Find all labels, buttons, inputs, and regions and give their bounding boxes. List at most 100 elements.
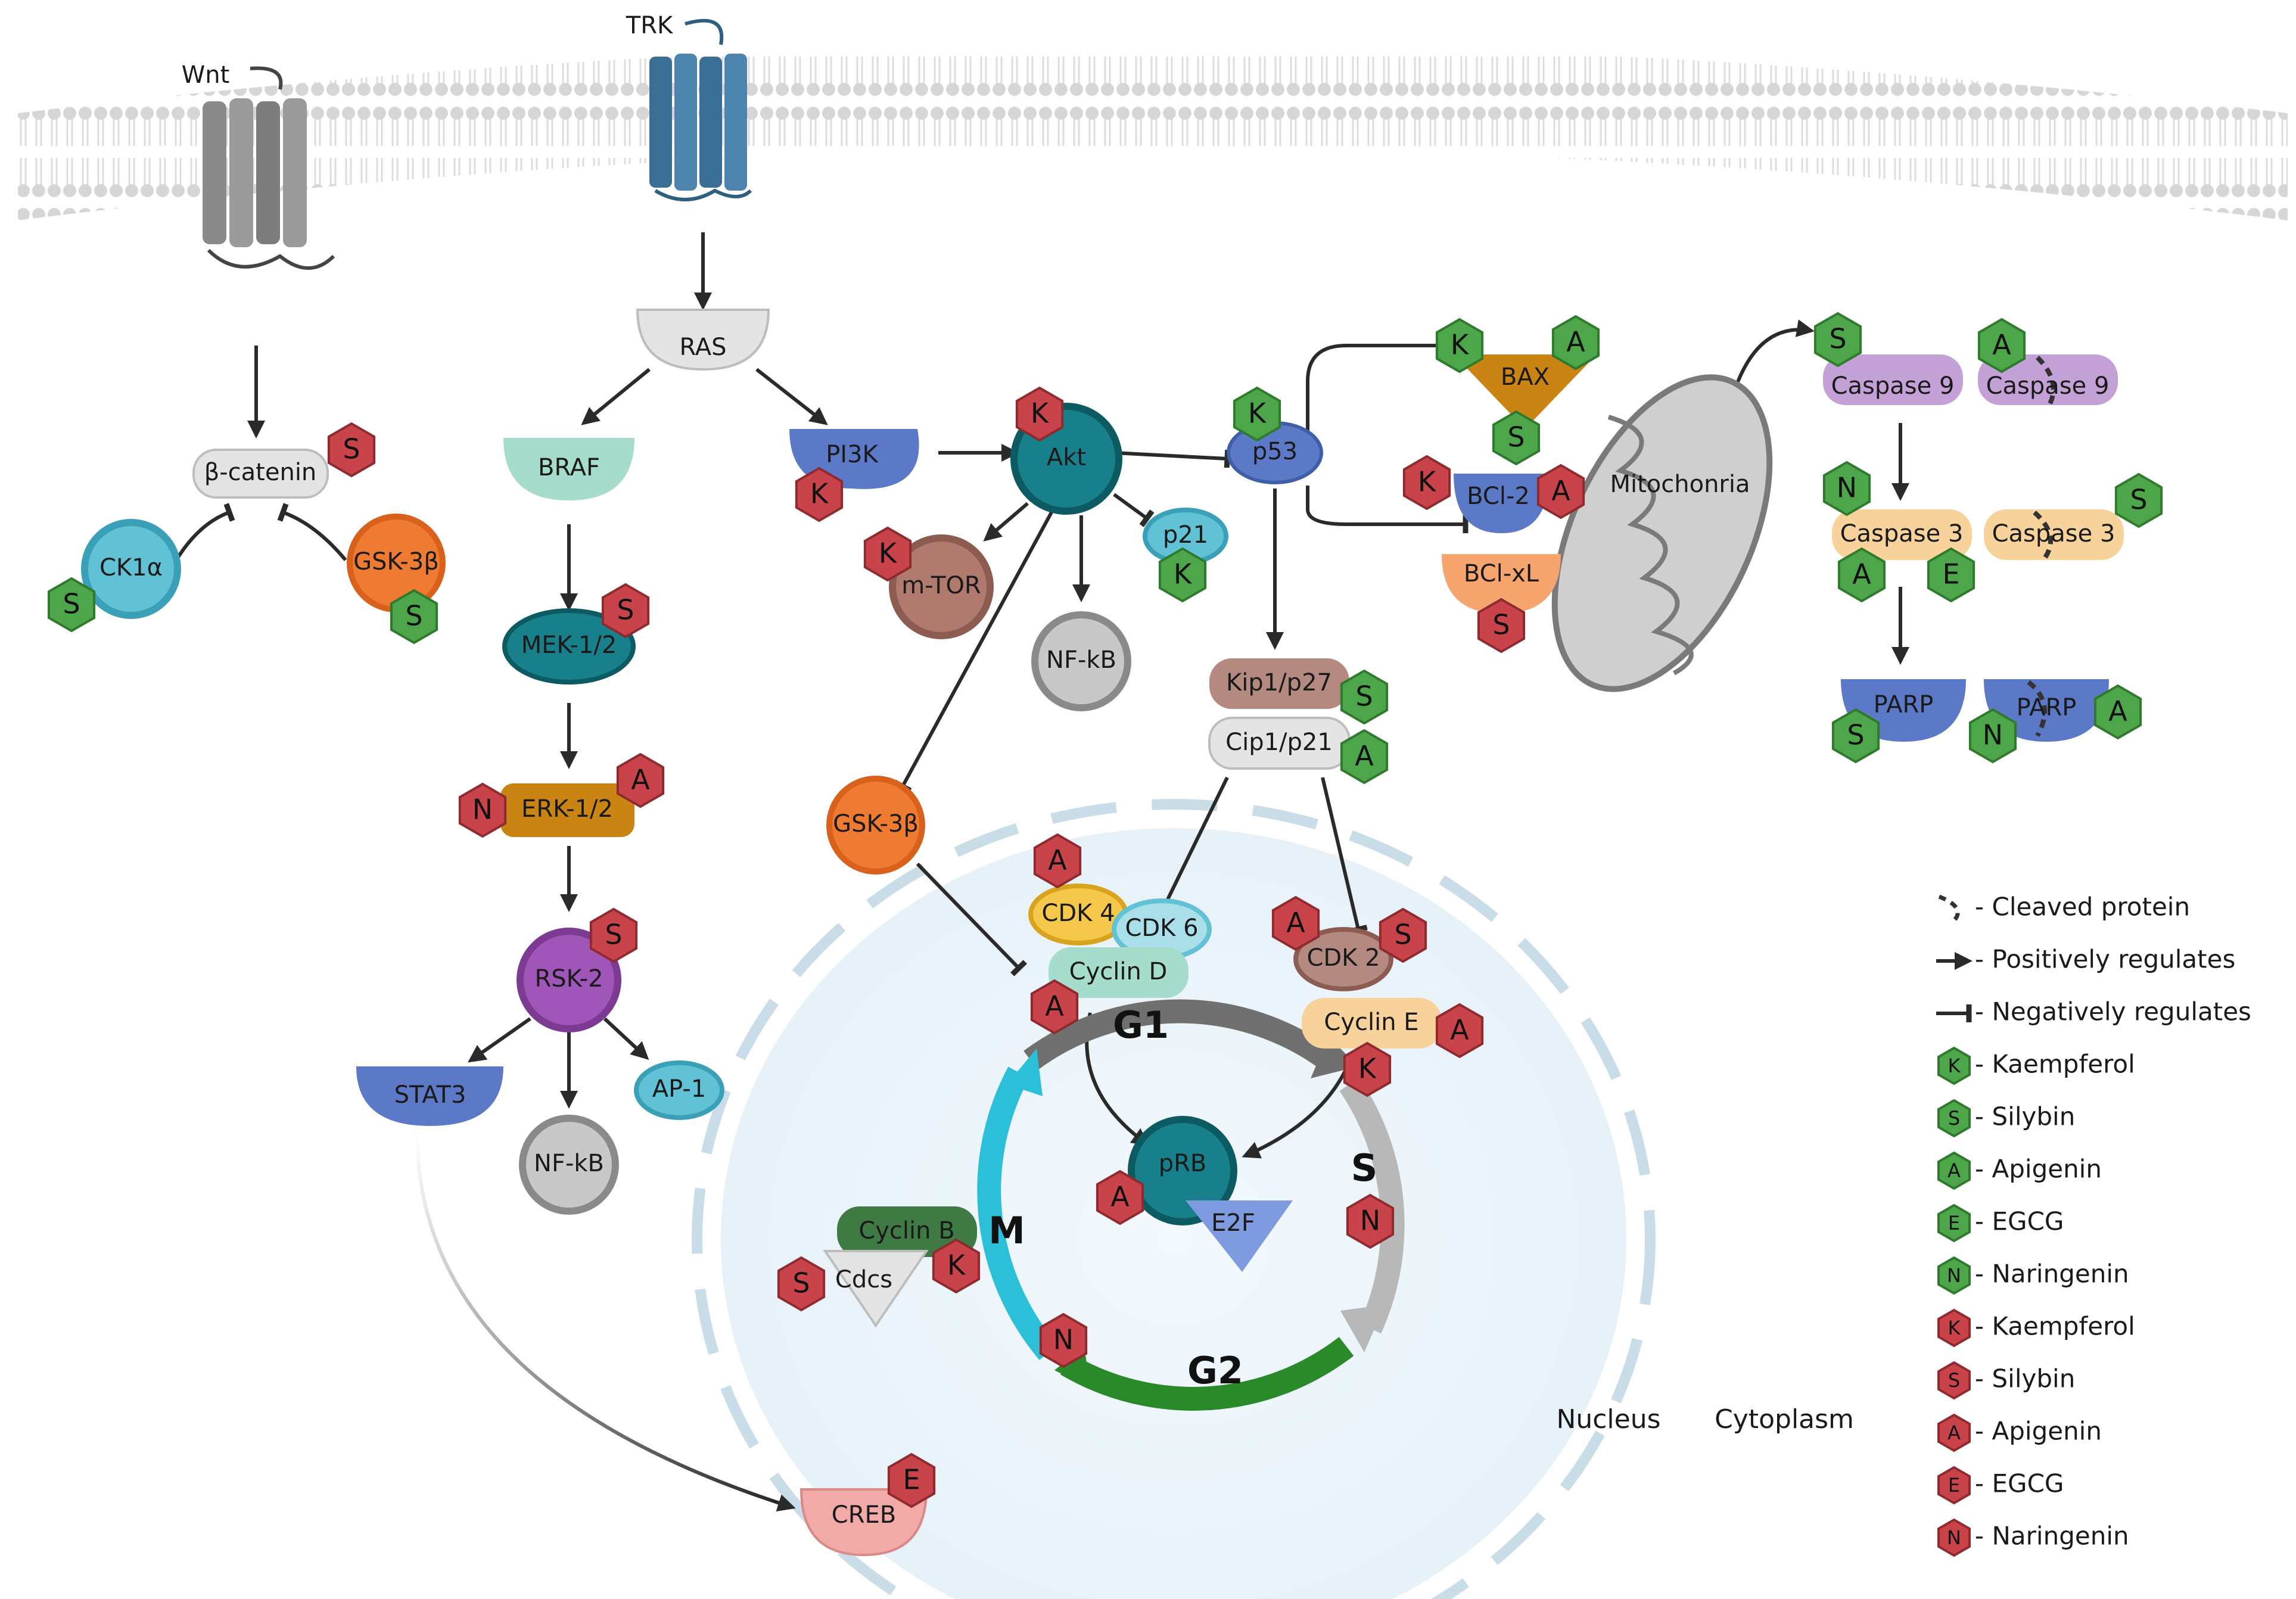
badge-letter: S [1829,323,1846,355]
legend-label: - EGCG [1975,1207,2064,1236]
flavonoid-badge-s: S [777,1256,826,1312]
badge-letter: A [1566,326,1585,358]
flavonoid-badge-e: E [1927,547,1975,603]
legend-label: - Silybin [1975,1364,2075,1393]
svg-text:PARP: PARP [1874,691,1934,718]
badge-letter: K [947,1249,966,1281]
mek-node: MEK-1/2 [502,608,636,685]
stat3-node: STAT3 [356,1066,503,1126]
svg-text:β-catenin: β-catenin [204,459,317,486]
flavonoid-badge-s: S [2114,472,2163,528]
flavonoid-badge-a: A [2093,684,2142,740]
badge-letter: K [1031,397,1050,430]
badge-letter: K [1174,558,1193,590]
legend-item: E - EGCG [1937,1466,2064,1505]
ras-node: RAS [636,309,770,371]
cell-membrane [18,45,2288,220]
flavonoid-badge-n: N [458,782,507,838]
flavonoid-badge-k: K [1402,455,1451,511]
badge-letter: E [903,1464,920,1496]
flavonoid-badge-s: S [589,907,638,963]
badge-letter: A [1045,990,1064,1022]
legend-badge-k: K [1937,1308,1971,1348]
badge-letter: S [2130,484,2147,516]
svg-text:Caspase 3: Caspase 3 [1992,520,2115,547]
flavonoid-badge-s: S [47,577,96,633]
legend-item: K- Kaempferol [1937,1308,2135,1348]
nucleus-label: Nucleus [1556,1404,1660,1435]
badge-letter: A [1852,558,1871,590]
svg-text:RSK-2: RSK-2 [534,965,603,993]
badge-letter: S [1847,719,1864,751]
badge-letter: S [343,433,360,465]
legend-item: N - Naringenin [1937,1256,2129,1295]
gsk3b-mid-node: GSK-3β [826,776,925,875]
flavonoid-badge-s: S [601,583,650,639]
cytoplasm-label: Cytoplasm [1715,1404,1854,1435]
badge-letter: A [1992,329,2011,361]
flavonoid-badge-k: K [1435,318,1484,374]
legend: - Cleaved protein- Positively regulates-… [1936,892,2251,1557]
flavonoid-badge-a: A [1977,318,2026,374]
svg-text:E2F: E2F [1211,1209,1255,1237]
badge-letter: S [1948,1369,1960,1392]
badge-letter: A [2108,695,2127,727]
svg-text:MEK-1/2: MEK-1/2 [521,631,617,659]
flavonoid-badge-s: S [1492,410,1541,466]
cyclin-d-node: Cyclin D [1049,947,1189,998]
beta-catenin-node: β-catenin [192,449,329,499]
e2f-node: E2F [1186,1200,1293,1272]
legend-item: S- Silybin [1937,1099,2075,1138]
badge-letter: A [1355,740,1374,772]
flavonoid-badge-a: A [1837,547,1886,603]
svg-text:PI3K: PI3K [826,441,879,468]
svg-text:CDK 6: CDK 6 [1125,914,1198,942]
flavonoid-badge-n: N [1822,461,1871,517]
svg-text:Caspase 3: Caspase 3 [1840,520,1964,547]
svg-text:Cyclin B: Cyclin B [858,1217,954,1245]
cell-cycle-ring: G1 S G2 M [977,999,1405,1411]
svg-text:AP-1: AP-1 [652,1075,707,1103]
badge-letter: E [1948,1474,1960,1497]
phase-s-label: S [1351,1146,1378,1190]
svg-text:pRB: pRB [1159,1150,1207,1177]
legend-badge-n: N [1937,1518,1971,1557]
cyclin-e-node: Cyclin E [1302,998,1442,1049]
svg-text:Kip1/p27: Kip1/p27 [1226,669,1332,696]
flavonoid-badge-n: N [1968,708,2017,764]
legend-badge-k: K [1937,1046,1971,1085]
legend-badge-s: S [1937,1361,1971,1400]
svg-text:Cdcs: Cdcs [835,1266,892,1293]
badge-letter: E [1942,558,1959,590]
legend-item: K- Kaempferol [1937,1046,2135,1085]
legend-item: - Cleaved protein [1938,892,2190,925]
badge-letter: A [1551,475,1570,507]
badge-letter: A [631,764,650,796]
svg-text:BRAF: BRAF [538,454,600,481]
svg-text:Caspase 9: Caspase 9 [1831,372,1955,400]
svg-text:GSK-3β: GSK-3β [353,548,439,575]
cyclin-b-node: Cyclin B [837,1206,977,1257]
cip1-node: Cip1/p21 [1208,717,1351,770]
flavonoid-badge-k: K [1343,1041,1392,1097]
legend-badge-s: S [1937,1099,1971,1138]
braf-node: BRAF [503,438,634,500]
legend-label: - Naringenin [1975,1522,2129,1551]
svg-text:CDK 2: CDK 2 [1306,944,1380,972]
gsk3b-left-node: GSK-3β [347,514,446,612]
flavonoid-badge-e: E [887,1452,936,1508]
flavonoid-badge-s: S [1831,708,1880,764]
rsk2-node: RSK-2 [517,928,621,1032]
flavonoid-badge-a: A [616,752,665,808]
svg-text:BAX: BAX [1501,363,1550,391]
badge-letter: S [405,600,422,632]
legend-item: S - Silybin [1937,1361,2075,1400]
legend-badge-n: N [1937,1256,1971,1295]
badge-letter: A [1286,907,1305,939]
creb-node: CREB [799,1488,928,1557]
legend-label: - Cleaved protein [1975,892,2190,922]
svg-text:p21: p21 [1163,521,1208,549]
svg-text:Cyclin D: Cyclin D [1069,958,1168,985]
badge-letter: N [1947,1526,1961,1549]
flavonoid-badge-a: A [1340,729,1389,785]
